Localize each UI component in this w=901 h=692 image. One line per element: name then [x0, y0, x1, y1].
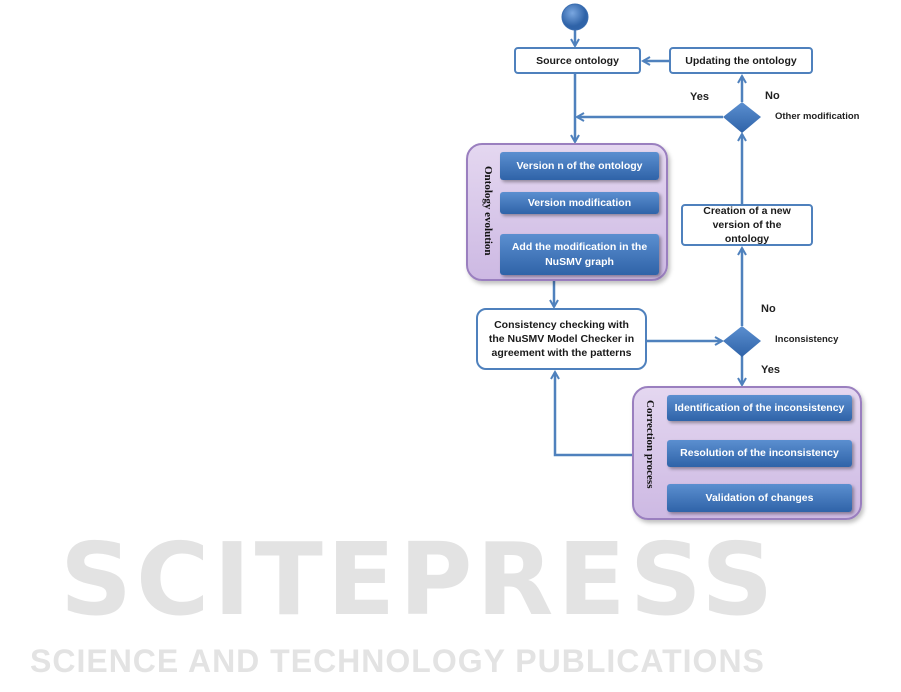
decision-other-modification — [723, 102, 761, 133]
step-validation: Validation of changes — [667, 484, 852, 512]
inconsistency-no-label: No — [761, 303, 776, 315]
source-ontology-node: Source ontology — [514, 47, 641, 74]
other-no-label: No — [765, 90, 780, 102]
decision-inconsistency — [723, 326, 761, 357]
ontology-evolution-title: Ontology evolution — [482, 166, 494, 256]
updating-ontology-node: Updating the ontology — [669, 47, 813, 74]
creation-node: Creation of a new version of the ontolog… — [681, 204, 813, 246]
correction-process-title: Correction process — [644, 400, 656, 489]
watermark-subtitle: SCIENCE AND TECHNOLOGY PUBLICATIONS — [30, 643, 765, 679]
arrow-correction-consistency — [555, 372, 632, 457]
inconsistency-label: Inconsistency — [775, 334, 839, 345]
step-version-n: Version n of the ontology — [500, 152, 659, 180]
inconsistency-yes-label: Yes — [761, 364, 780, 376]
consistency-node: Consistency checking with the NuSMV Mode… — [476, 308, 647, 370]
step-version-modification: Version modification — [500, 192, 659, 214]
step-add-modification: Add the modification in the NuSMV graph — [500, 234, 659, 275]
other-modification-label: Other modification — [775, 111, 860, 122]
step-resolution: Resolution of the inconsistency — [667, 440, 852, 467]
step-identification: Identification of the inconsistency — [667, 395, 852, 421]
other-yes-label: Yes — [690, 91, 709, 103]
start-node — [561, 3, 589, 31]
watermark-title: SCITEPRESS — [60, 521, 778, 638]
